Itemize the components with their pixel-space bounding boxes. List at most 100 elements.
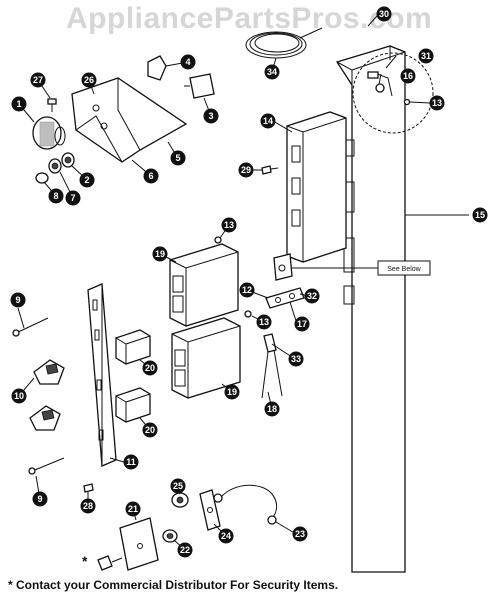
see-below-label: See Below bbox=[377, 260, 431, 276]
callout-7: 7 bbox=[65, 190, 81, 206]
security-footnote: * Contact your Commercial Distributor Fo… bbox=[8, 578, 339, 592]
site-watermark: AppliancePartsPros.com bbox=[66, 2, 433, 35]
detail-circle bbox=[352, 52, 434, 134]
screw-28-part bbox=[83, 483, 94, 493]
svg-text:22: 22 bbox=[180, 545, 190, 555]
svg-text:25: 25 bbox=[173, 481, 183, 491]
callout-5: 5 bbox=[170, 150, 186, 166]
callout-11: 11 bbox=[123, 454, 139, 470]
svg-text:28: 28 bbox=[83, 501, 93, 511]
svg-text:30: 30 bbox=[379, 9, 389, 19]
slide-box-lower-part bbox=[171, 317, 241, 399]
callout-19-lower: 19 bbox=[224, 384, 240, 400]
svg-text:1: 1 bbox=[16, 99, 21, 109]
svg-text:9: 9 bbox=[37, 494, 42, 504]
svg-text:See Below: See Below bbox=[387, 266, 421, 273]
callout-8: 8 bbox=[48, 188, 64, 204]
svg-text:19: 19 bbox=[155, 249, 165, 259]
callout-22: 22 bbox=[177, 542, 193, 558]
svg-text:5: 5 bbox=[175, 153, 180, 163]
screw-part bbox=[47, 98, 57, 112]
callout-18: 18 bbox=[264, 401, 280, 417]
callout-25: 25 bbox=[170, 478, 186, 494]
security-marker: * bbox=[82, 553, 88, 569]
svg-text:13: 13 bbox=[432, 98, 442, 108]
svg-text:7: 7 bbox=[70, 193, 75, 203]
svg-text:20: 20 bbox=[145, 425, 155, 435]
wire-coil-part bbox=[245, 27, 323, 59]
callout-20-upper: 20 bbox=[142, 360, 158, 376]
grommet-plate-part bbox=[199, 489, 221, 531]
callout-29: 29 bbox=[238, 162, 254, 178]
svg-text:26: 26 bbox=[84, 75, 94, 85]
callout-16: 16 bbox=[400, 68, 416, 84]
callout-6: 6 bbox=[143, 168, 159, 184]
wire-harness-part bbox=[213, 484, 278, 525]
svg-text:24: 24 bbox=[221, 531, 231, 541]
relay-part bbox=[184, 73, 215, 99]
spacer-block-upper-part bbox=[115, 329, 151, 365]
spacer-block-lower-part bbox=[115, 387, 151, 423]
svg-text:13: 13 bbox=[224, 220, 234, 230]
callout-15: 15 bbox=[472, 207, 488, 223]
svg-text:8: 8 bbox=[53, 191, 58, 201]
slide-rail-part bbox=[87, 283, 117, 467]
clip-lower-part bbox=[29, 405, 61, 431]
svg-text:13: 13 bbox=[259, 317, 269, 327]
callout-1: 1 bbox=[11, 96, 27, 112]
security-plate-part bbox=[119, 517, 159, 571]
callout-2: 2 bbox=[79, 172, 95, 188]
callout-13-detail: 13 bbox=[429, 95, 445, 111]
callout-4: 4 bbox=[180, 54, 196, 70]
callout-23: 23 bbox=[292, 526, 308, 542]
washer-22-part bbox=[162, 529, 178, 543]
svg-text:4: 4 bbox=[185, 57, 190, 67]
knob-part bbox=[32, 116, 66, 150]
svg-text:3: 3 bbox=[208, 111, 213, 121]
callout-20-lower: 20 bbox=[142, 422, 158, 438]
hinge-rod-part bbox=[261, 333, 283, 399]
callout-24: 24 bbox=[218, 528, 234, 544]
pin-lower-part bbox=[28, 457, 65, 475]
svg-text:15: 15 bbox=[475, 210, 485, 220]
callout-30: 30 bbox=[376, 6, 392, 22]
svg-text:18: 18 bbox=[267, 404, 277, 414]
screw-13b-part bbox=[244, 310, 252, 318]
svg-text:29: 29 bbox=[241, 165, 251, 175]
slide-box-upper-part bbox=[169, 243, 239, 327]
callout-9-lower: 9 bbox=[32, 491, 48, 507]
callout-13-middle: 13 bbox=[256, 314, 272, 330]
callout-12: 12 bbox=[239, 282, 255, 298]
callout-19-upper: 19 bbox=[152, 246, 168, 262]
callout-14: 14 bbox=[260, 113, 276, 129]
svg-text:10: 10 bbox=[14, 391, 24, 401]
callout-31: 31 bbox=[418, 48, 434, 64]
svg-text:31: 31 bbox=[421, 51, 431, 61]
callout-28: 28 bbox=[80, 498, 96, 514]
callout-33: 33 bbox=[288, 351, 304, 367]
svg-text:9: 9 bbox=[15, 295, 20, 305]
security-screw-part bbox=[97, 555, 123, 571]
callout-9-upper: 9 bbox=[10, 292, 26, 308]
screw-29-part bbox=[261, 165, 279, 175]
callout-10: 10 bbox=[11, 388, 27, 404]
svg-text:19: 19 bbox=[227, 387, 237, 397]
control-housing-part bbox=[286, 111, 347, 263]
svg-text:11: 11 bbox=[126, 457, 136, 467]
nut-25-part bbox=[171, 492, 189, 508]
detail-hardware bbox=[367, 71, 411, 106]
svg-text:21: 21 bbox=[128, 504, 138, 514]
callout-34: 34 bbox=[264, 64, 280, 80]
callout-21: 21 bbox=[125, 501, 141, 517]
svg-text:16: 16 bbox=[403, 71, 413, 81]
callout-32: 32 bbox=[304, 288, 320, 304]
pin-upper-part bbox=[12, 317, 49, 337]
latch-plate-part bbox=[265, 287, 305, 309]
callout-17: 17 bbox=[294, 316, 310, 332]
svg-text:27: 27 bbox=[33, 75, 43, 85]
svg-text:2: 2 bbox=[84, 175, 89, 185]
callout-3: 3 bbox=[203, 108, 219, 124]
callout-26: 26 bbox=[81, 72, 97, 88]
